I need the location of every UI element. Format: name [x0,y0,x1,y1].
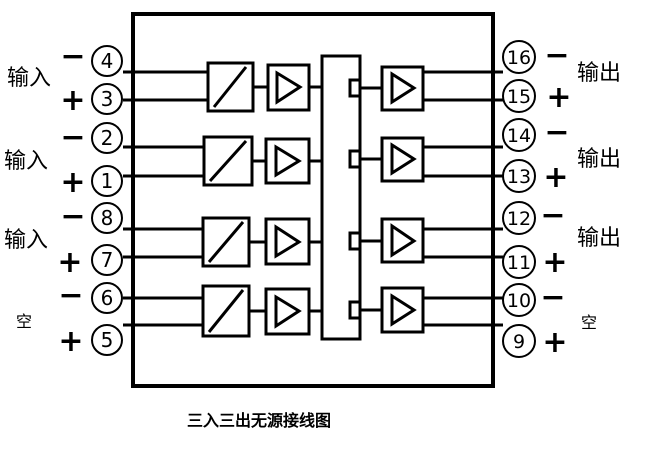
bus-bar [320,54,362,341]
right-minus-sign: − [544,38,569,73]
input-channel-empty [123,284,322,338]
pin-label-15: 15 [507,86,531,108]
empty-label-left: 空 [16,312,32,331]
amplifier-block [380,217,425,264]
pin-label-11: 11 [507,252,531,274]
pin-label-16: 16 [507,47,531,69]
left-plus-sign: + [58,324,83,359]
right-minus-sign: − [540,280,565,315]
pin-label-5: 5 [101,328,114,352]
amplifier-block [264,217,311,266]
pin-16 [502,40,536,74]
module-outline [131,12,495,388]
bus-tap [348,149,362,169]
amplifier-block [380,65,425,112]
right-plus-sign: + [542,245,567,280]
empty-label-right: 空 [581,313,597,332]
pin-4 [91,45,123,77]
pin-10 [502,283,536,317]
pin-label-13: 13 [507,166,531,188]
pin-label-9: 9 [513,331,525,353]
left-minus-sign: − [60,120,85,155]
left-plus-sign: + [60,83,85,118]
pin-label-1: 1 [101,169,114,193]
output-channel-3 [348,217,503,264]
pin-label-14: 14 [507,125,531,147]
output-label-3: 输出 [577,226,621,251]
pin-8 [91,202,123,234]
bus-tap [348,78,362,98]
diagram-caption: 三入三出无源接线图 [187,411,331,430]
pin-12 [502,201,536,235]
pin-6 [91,282,123,314]
output-channel-1 [348,65,503,112]
left-plus-sign: + [60,165,85,200]
pin-label-2: 2 [101,126,114,150]
bus-tap [348,231,362,251]
right-minus-sign: − [540,198,565,233]
right-pins [502,40,536,358]
pin-5 [91,324,123,356]
pin-11 [502,245,536,279]
left-minus-sign: − [60,199,85,234]
pin-3 [91,83,123,115]
input-channel-1 [123,61,322,113]
input-label-3: 输入 [4,228,48,253]
amplifier-block [380,136,425,183]
right-plus-sign: + [543,160,568,195]
pin-label-7: 7 [101,248,114,272]
output-channel-2 [348,136,503,183]
right-plus-sign: + [546,80,571,115]
pin-13 [502,159,536,193]
amplifier-block [264,137,311,185]
input-channel-3 [123,216,322,268]
pin-label-12: 12 [507,208,531,230]
pin-label-8: 8 [101,206,114,230]
pin-1 [91,165,123,197]
bus-tap [348,300,362,320]
input-channel-2 [123,135,322,187]
input-label-2: 输入 [4,149,48,174]
amplifier-block [264,287,311,336]
right-minus-sign: − [544,115,569,150]
left-minus-sign: − [58,278,83,313]
pin-label-6: 6 [101,286,114,310]
input-label-1: 输入 [7,66,51,91]
pin-label-3: 3 [101,87,114,111]
amplifier-block [266,63,311,112]
pin-2 [91,122,123,154]
output-channel-empty [348,286,503,334]
output-label-1: 输出 [577,61,621,86]
pin-15 [502,79,536,113]
pin-7 [91,244,123,276]
pin-9 [502,324,536,358]
output-label-2: 输出 [577,147,621,172]
pin-label-10: 10 [507,290,531,312]
pin-14 [502,118,536,152]
left-pins [91,45,123,356]
left-plus-sign: + [57,245,82,280]
right-plus-sign: + [542,325,567,360]
left-minus-sign: − [60,39,85,74]
amplifier-block [380,286,425,334]
pin-label-4: 4 [101,49,114,73]
